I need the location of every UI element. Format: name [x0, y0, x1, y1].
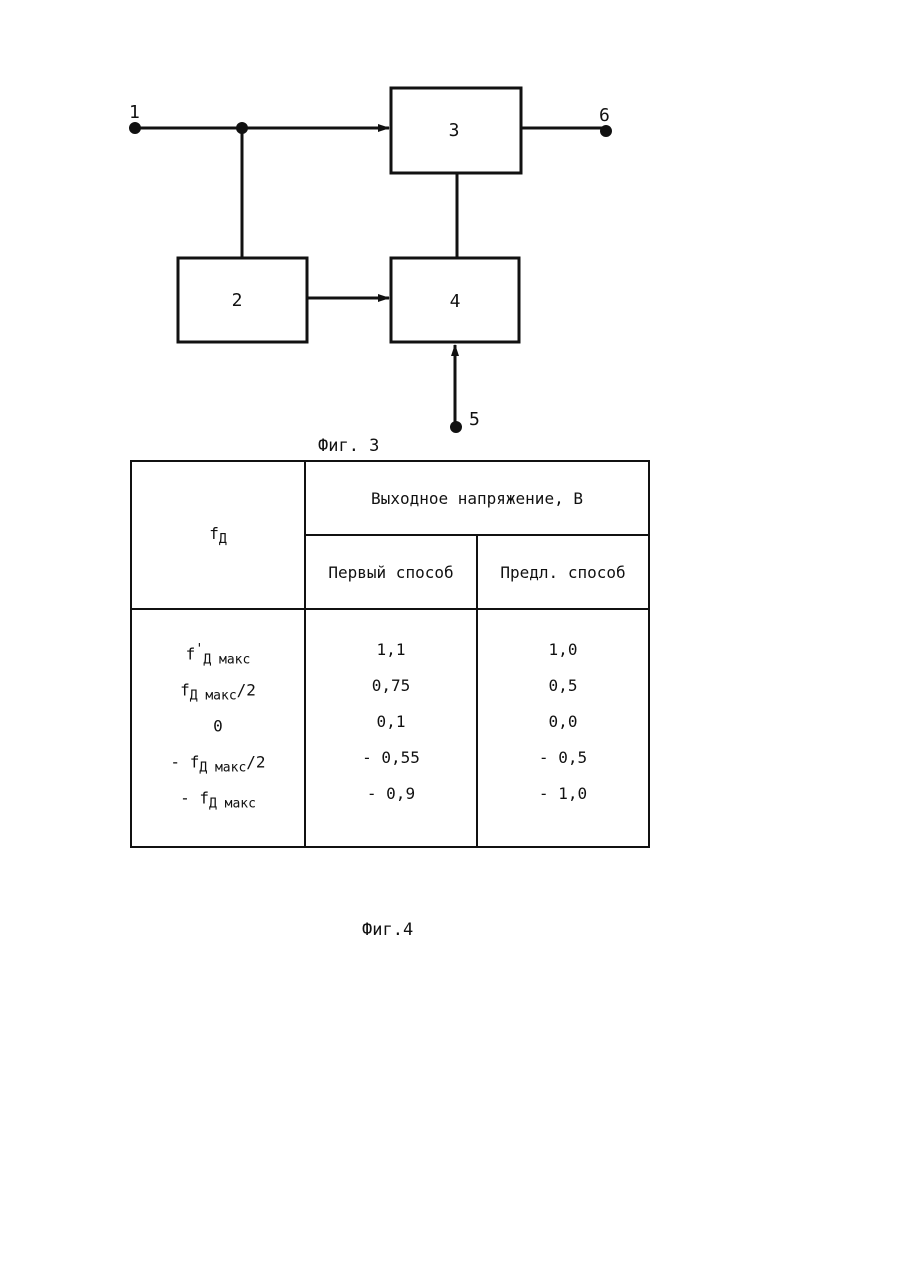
- frequency-column: f'Д макс fД макс/2 0 - fД макс/2 - fД ма…: [131, 609, 305, 847]
- label-3: 3: [449, 120, 460, 141]
- junction-dot: [236, 122, 248, 134]
- label-1: 1: [129, 102, 140, 123]
- proposed-method-value: - 1,0: [478, 776, 648, 812]
- frequency-row: f'Д макс: [132, 632, 304, 668]
- first-method-column: 1,1 0,75 0,1 - 0,55 - 0,9: [305, 609, 477, 847]
- label-4: 4: [450, 291, 461, 312]
- frequency-row: fД макс/2: [132, 668, 304, 704]
- frequency-row: 0: [132, 704, 304, 740]
- proposed-method-value: - 0,5: [478, 740, 648, 776]
- figure-4-caption: Фиг.4: [362, 920, 413, 940]
- input-terminal-1: [129, 122, 141, 134]
- corner-symbol: f: [209, 524, 219, 543]
- frequency-row: - fД макс/2: [132, 740, 304, 776]
- frequency-row: - fД макс: [132, 776, 304, 812]
- table-header-output-voltage: Выходное напряжение, В: [305, 461, 649, 535]
- table-header-proposed-method: Предл. способ: [477, 535, 649, 609]
- proposed-method-value: 1,0: [478, 632, 648, 668]
- first-method-value: - 0,9: [306, 776, 476, 812]
- block-diagram: 1 2 3 4 5 6: [0, 0, 900, 460]
- proposed-method-value: 0,5: [478, 668, 648, 704]
- corner-subscript: Д: [219, 532, 227, 547]
- table-header-first-method: Первый способ: [305, 535, 477, 609]
- first-method-value: 0,75: [306, 668, 476, 704]
- table-corner-cell: fД: [131, 461, 305, 609]
- first-method-value: 1,1: [306, 632, 476, 668]
- output-terminal-6: [600, 125, 612, 137]
- output-voltage-table: fД Выходное напряжение, В Первый способ …: [130, 460, 650, 848]
- label-5: 5: [469, 409, 480, 430]
- proposed-method-value: 0,0: [478, 704, 648, 740]
- block-2: [178, 258, 307, 342]
- figure-3-caption: Фиг. 3: [318, 436, 379, 456]
- label-2: 2: [232, 290, 243, 311]
- first-method-value: - 0,55: [306, 740, 476, 776]
- label-6: 6: [599, 105, 610, 126]
- first-method-value: 0,1: [306, 704, 476, 740]
- input-terminal-5: [450, 421, 462, 433]
- proposed-method-column: 1,0 0,5 0,0 - 0,5 - 1,0: [477, 609, 649, 847]
